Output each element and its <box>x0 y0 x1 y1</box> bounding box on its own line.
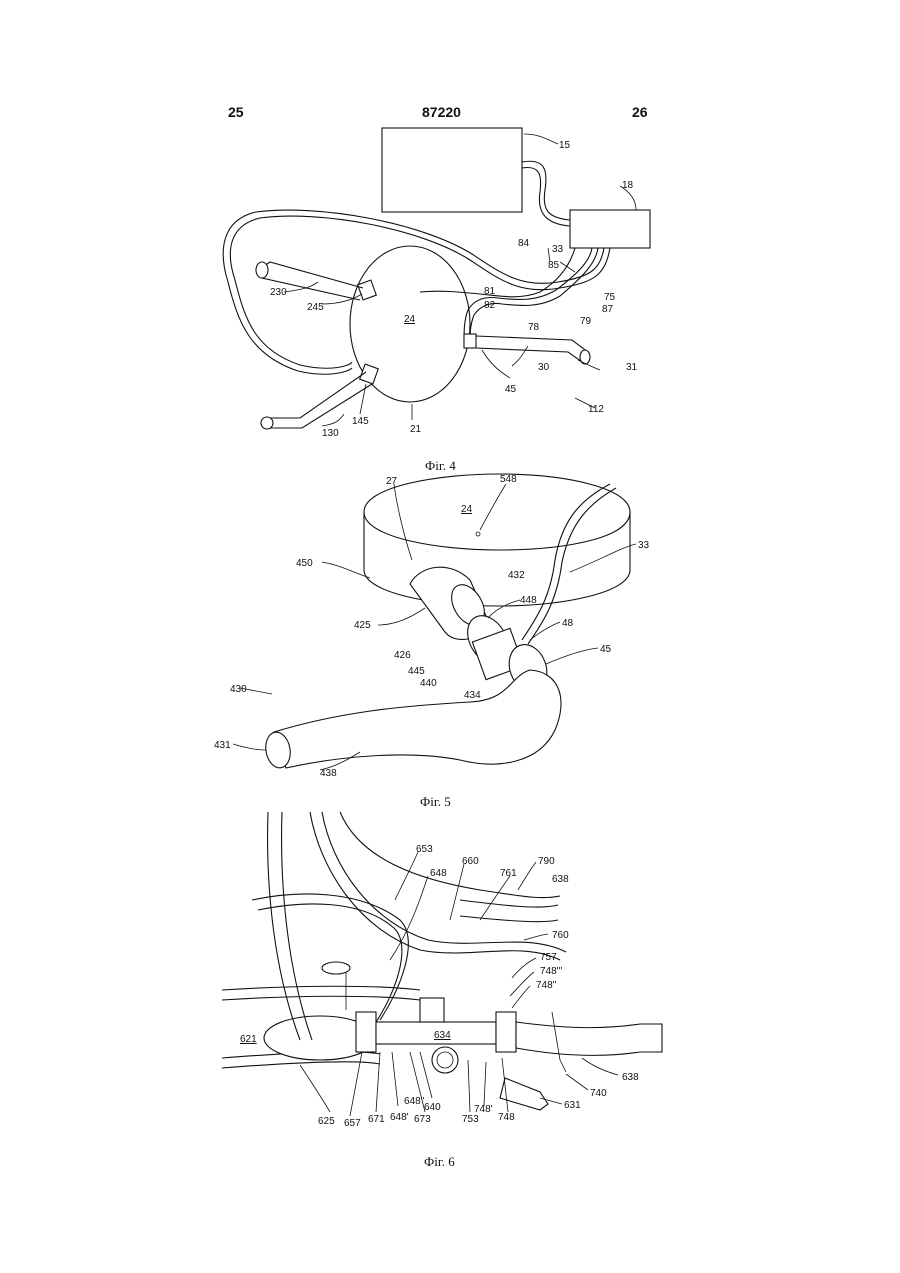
fig6-clamp-648 <box>420 998 444 1022</box>
fig6-caption: Фіг. 6 <box>424 1154 455 1169</box>
fig6-label: 625 <box>318 1116 335 1127</box>
fig6-label: 790 <box>538 856 555 867</box>
figure-6: 653 660 790 648 761 638 760 757 748''' 7… <box>222 812 662 1169</box>
fig5-label: 440 <box>420 678 437 689</box>
fig5-label: 24 <box>461 504 473 515</box>
fig4-label: 33 <box>552 244 564 255</box>
fig4-box-18 <box>570 210 650 248</box>
fig5-hose-438 <box>274 670 561 768</box>
fig6-label: 748 <box>498 1112 515 1123</box>
fig5-label: 426 <box>394 650 411 661</box>
fig4-label: 145 <box>352 416 369 427</box>
fig6-label: 640 <box>424 1102 441 1113</box>
fig4-label: 31 <box>626 362 638 373</box>
fig4-box-15 <box>382 128 522 212</box>
fig6-pipe-638-top <box>460 900 558 907</box>
fig4-caption: Фіг. 4 <box>425 458 456 473</box>
fig5-label: 48 <box>562 618 574 629</box>
fig4-pipe-30 <box>476 336 588 362</box>
fig6-label: 648' <box>390 1112 409 1123</box>
figure-4: 15 18 84 33 85 75 81 87 82 79 78 230 245… <box>223 128 650 473</box>
fig6-label: 631 <box>564 1100 581 1111</box>
fig6-label: 648'' <box>404 1096 425 1107</box>
fig5-label: 438 <box>320 768 337 779</box>
fig5-label: 27 <box>386 476 398 487</box>
fig4-label: 75 <box>604 292 616 303</box>
fig4-label: 24 <box>404 314 416 325</box>
fig5-label: 425 <box>354 620 371 631</box>
fig6-label: 673 <box>414 1114 431 1125</box>
fig6-ground-line <box>222 986 420 990</box>
fig4-label: 87 <box>602 304 614 315</box>
fig4-label: 45 <box>505 384 517 395</box>
fig6-pipe-638 <box>516 1022 662 1055</box>
fig5-label: 432 <box>508 570 525 581</box>
fig6-label: 748'' <box>536 980 557 991</box>
fig6-label: 657 <box>344 1118 361 1129</box>
fig6-gauge <box>432 1047 458 1073</box>
fig6-label: 671 <box>368 1114 385 1125</box>
fig4-label: 245 <box>307 302 324 313</box>
fig6-hose-b <box>310 812 560 960</box>
fig6-hose-a <box>268 812 300 1040</box>
fig5-label: 33 <box>638 540 650 551</box>
fig4-label: 82 <box>484 300 496 311</box>
fig6-label: 634 <box>434 1030 451 1041</box>
fig4-label: 30 <box>538 362 550 373</box>
fig4-label: 18 <box>622 180 634 191</box>
fig6-label: 740 <box>590 1088 607 1099</box>
fig5-label: 434 <box>464 690 481 701</box>
fig5-label: 45 <box>600 644 612 655</box>
fig6-flange-left <box>356 1012 376 1052</box>
fig4-label: 85 <box>548 260 560 271</box>
fig5-label: 431 <box>214 740 231 751</box>
fig5-label: 450 <box>296 558 313 569</box>
fig4-label: 78 <box>528 322 540 333</box>
fig5-label: 445 <box>408 666 425 677</box>
fig4-label: 84 <box>518 238 530 249</box>
fig5-label: 548 <box>500 474 517 485</box>
fig5-label: 448 <box>520 595 537 606</box>
fig6-label: 753 <box>462 1114 479 1125</box>
fig6-label: 621 <box>240 1034 257 1045</box>
fig4-line-15-18 <box>522 161 570 220</box>
fig6-label: 761 <box>500 868 517 879</box>
fig6-label: 638 <box>552 874 569 885</box>
fig4-label: 81 <box>484 286 496 297</box>
fig6-flange-right <box>496 1012 516 1052</box>
fig4-label: 230 <box>270 287 287 298</box>
figure-5: 27 548 24 33 450 432 448 425 48 426 445 … <box>214 474 650 809</box>
fig6-label: 660 <box>462 856 479 867</box>
fig4-label: 15 <box>559 140 571 151</box>
fig6-label: 760 <box>552 930 569 941</box>
fig4-label: 112 <box>588 404 604 415</box>
fig4-port-45 <box>464 334 476 348</box>
fig5-caption: Фіг. 5 <box>420 794 451 809</box>
fig6-label: 638 <box>622 1072 639 1083</box>
fig5-tank-24 <box>364 474 630 606</box>
fig5-label: 430 <box>230 684 247 695</box>
fig4-label: 21 <box>410 424 422 435</box>
fig4-label: 130 <box>322 428 339 439</box>
fig4-label: 79 <box>580 316 592 327</box>
fig6-label: 757 <box>540 952 557 963</box>
fig6-label: 748''' <box>540 966 563 977</box>
fig6-label: 653 <box>416 844 433 855</box>
fig6-label: 648 <box>430 868 447 879</box>
